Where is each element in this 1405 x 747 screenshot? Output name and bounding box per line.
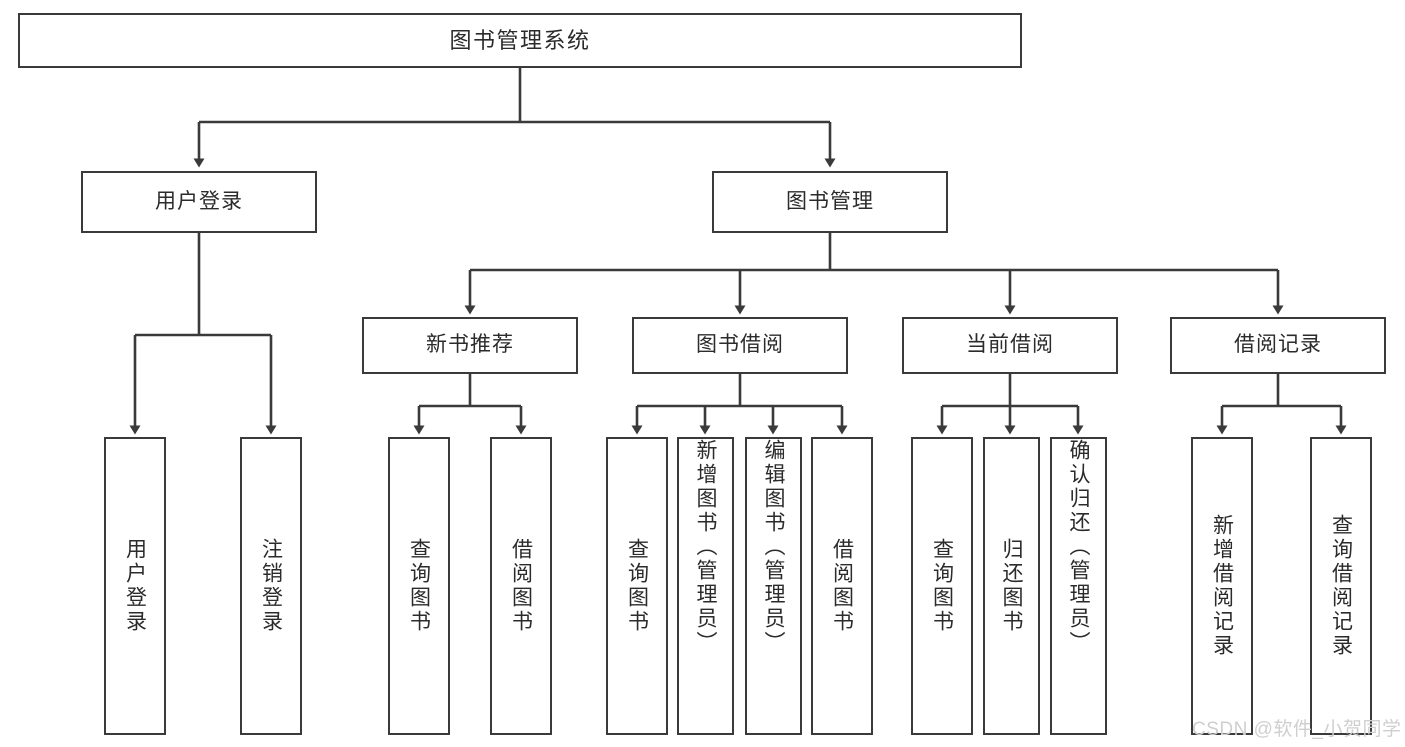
leaf-logout-label: 注销登录: [259, 538, 283, 634]
leaf-return-book-label: 归还图书: [1000, 538, 1023, 634]
node-root-label: 图书管理系统: [449, 27, 591, 53]
leaf-user-login[interactable]: 用户登录: [104, 437, 166, 735]
leaf-borrow-book-recommend-label: 借阅图书: [509, 538, 533, 634]
node-new-book-recommend[interactable]: 新书推荐: [362, 317, 578, 374]
leaf-add-book-admin[interactable]: 新增图书（管理员）: [677, 437, 734, 735]
node-borrow-record[interactable]: 借阅记录: [1170, 317, 1386, 374]
leaf-user-login-label: 用户登录: [123, 538, 147, 634]
node-book-management-label: 图书管理: [786, 189, 874, 213]
node-root[interactable]: 图书管理系统: [18, 13, 1022, 68]
leaf-return-book[interactable]: 归还图书: [983, 437, 1040, 735]
leaf-confirm-return-admin[interactable]: 确认归还（管理员）: [1050, 437, 1107, 735]
leaf-query-book-current-label: 查询图书: [930, 538, 954, 634]
leaf-borrow-book[interactable]: 借阅图书: [811, 437, 873, 735]
node-book-borrow[interactable]: 图书借阅: [632, 317, 848, 374]
leaf-query-book-recommend[interactable]: 查询图书: [388, 437, 450, 735]
leaf-confirm-return-admin-label: 确认归还（管理员）: [1067, 439, 1090, 655]
leaf-query-book-borrow-label: 查询图书: [625, 538, 649, 634]
leaf-edit-book-admin[interactable]: 编辑图书（管理员）: [745, 437, 802, 735]
leaf-add-borrow-record[interactable]: 新增借阅记录: [1191, 437, 1253, 735]
node-user-login[interactable]: 用户登录: [81, 171, 317, 233]
leaf-query-book-recommend-label: 查询图书: [407, 538, 431, 634]
leaf-query-book-borrow[interactable]: 查询图书: [606, 437, 668, 735]
node-book-borrow-label: 图书借阅: [696, 333, 784, 357]
node-current-borrow-label: 当前借阅: [966, 333, 1054, 357]
node-new-book-recommend-label: 新书推荐: [426, 333, 514, 357]
node-borrow-record-label: 借阅记录: [1234, 333, 1322, 357]
leaf-borrow-book-recommend[interactable]: 借阅图书: [490, 437, 552, 735]
leaf-edit-book-admin-label: 编辑图书（管理员）: [762, 439, 785, 655]
leaf-add-borrow-record-label: 新增借阅记录: [1210, 514, 1234, 658]
node-current-borrow[interactable]: 当前借阅: [902, 317, 1118, 374]
leaf-query-borrow-record[interactable]: 查询借阅记录: [1310, 437, 1372, 735]
leaf-logout[interactable]: 注销登录: [240, 437, 302, 735]
leaf-query-borrow-record-label: 查询借阅记录: [1329, 514, 1353, 658]
csdn-watermark: CSDN @软件_小贺同学: [1192, 719, 1402, 740]
node-book-management[interactable]: 图书管理: [712, 171, 948, 233]
leaf-add-book-admin-label: 新增图书（管理员）: [694, 439, 717, 655]
leaf-query-book-current[interactable]: 查询图书: [911, 437, 973, 735]
leaf-borrow-book-label: 借阅图书: [830, 538, 854, 634]
node-user-login-label: 用户登录: [155, 189, 243, 213]
